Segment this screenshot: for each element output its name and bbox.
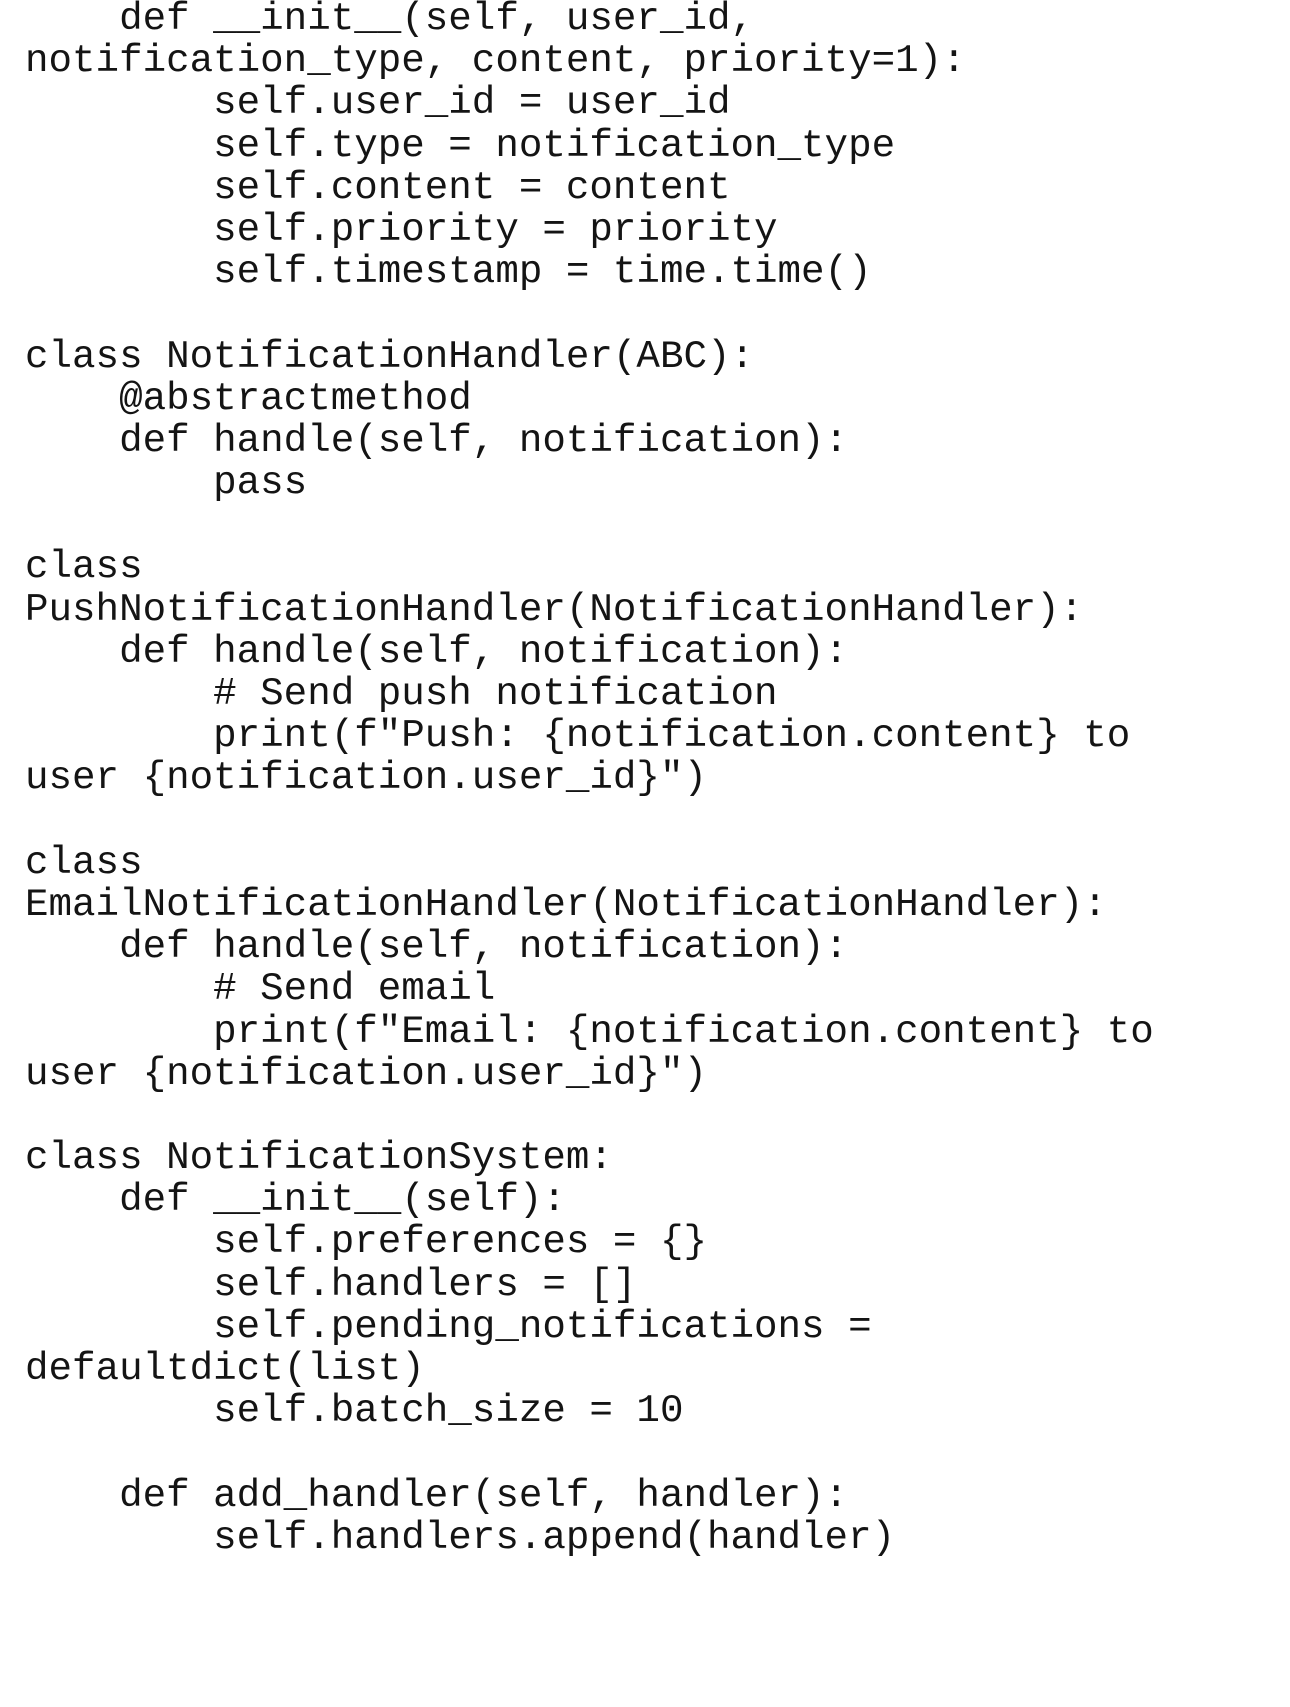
code-line: notification_type, content, priority=1): <box>25 38 966 84</box>
code-line: # Send email <box>25 966 496 1012</box>
code-line <box>25 1432 1154 1474</box>
code-line: self.user_id = user_id <box>25 80 731 126</box>
code-line: @abstractmethod <box>25 375 472 421</box>
code-line <box>25 800 1154 842</box>
code-line: class NotificationHandler(ABC): <box>25 333 755 379</box>
code-line: user {notification.user_id}") <box>25 1050 707 1096</box>
code-line: self.handlers = [] <box>25 1261 637 1307</box>
code-line: def __init__(self, user_id, <box>25 0 755 41</box>
code-line: class NotificationSystem: <box>25 1135 613 1181</box>
code-line: self.priority = priority <box>25 206 778 252</box>
code-line: pass <box>25 460 308 506</box>
code-line: self.batch_size = 10 <box>25 1388 684 1434</box>
code-line: def handle(self, notification): <box>25 417 849 463</box>
code-line: self.preferences = {} <box>25 1219 707 1265</box>
code-line: # Send push notification <box>25 671 778 716</box>
code-line: def __init__(self): <box>25 1177 566 1223</box>
code-line: self.timestamp = time.time() <box>25 249 872 295</box>
code-line: def handle(self, notification): <box>25 628 849 674</box>
code-line: self.pending_notifications = <box>25 1303 872 1349</box>
code-line: self.handlers.append(handler) <box>25 1514 896 1560</box>
code-line: def add_handler(self, handler): <box>25 1472 849 1518</box>
code-line <box>25 293 1154 335</box>
code-line: self.type = notification_type <box>25 122 896 168</box>
code-line: self.content = content <box>25 164 731 210</box>
code-line: EmailNotificationHandler(NotificationHan… <box>25 881 1107 927</box>
code-line: print(f"Email: {notification.content} to <box>25 1008 1154 1054</box>
code-line: class <box>25 544 143 590</box>
code-line: print(f"Push: {notification.content} to <box>25 713 1131 759</box>
code-line: class <box>25 839 143 885</box>
code-line: def handle(self, notification): <box>25 924 849 970</box>
code-line <box>25 504 1154 546</box>
code-line: defaultdict(list) <box>25 1346 425 1391</box>
code-line: PushNotificationHandler(NotificationHand… <box>25 586 1084 632</box>
code-line <box>25 1095 1154 1137</box>
code-block: def __init__(self, user_id,notification_… <box>25 0 1154 1559</box>
code-line: user {notification.user_id}") <box>25 755 707 801</box>
